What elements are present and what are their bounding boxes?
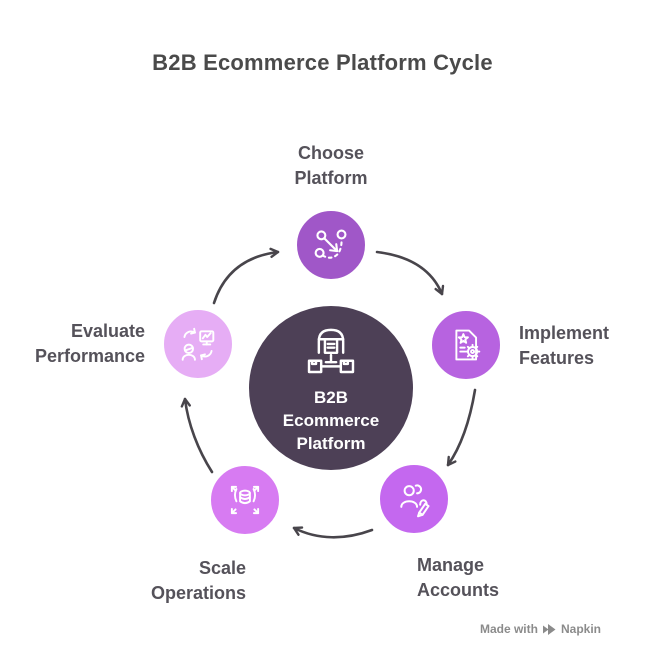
- label-manage-accounts: Manage Accounts: [417, 555, 500, 600]
- node-choose-platform: [294, 208, 368, 282]
- route-decision-icon: [314, 229, 347, 259]
- label-choose-platform: Choose Platform: [294, 143, 368, 188]
- database-expand-icon: [230, 485, 260, 515]
- napkin-logo-icon: [542, 623, 556, 635]
- node-scale-operations: [208, 463, 282, 537]
- label-evaluate-performance: Evaluate Performance: [34, 321, 145, 366]
- watermark-prefix: Made with: [479, 622, 538, 636]
- arrow-manage-to-scale: [292, 526, 374, 539]
- center-node-b2b-ecommerce-platform: B2B Ecommerce Platform: [246, 303, 416, 473]
- warehouse-distribution-icon: [307, 328, 355, 374]
- node-manage-accounts: [377, 462, 451, 536]
- document-gear-icon: [455, 329, 481, 361]
- node-evaluate-performance: [161, 307, 235, 381]
- arrow-implement-to-manage: [446, 388, 477, 467]
- label-scale-operations: Scale Operations: [150, 558, 246, 603]
- diagram-title: B2B Ecommerce Platform Cycle: [152, 50, 493, 75]
- node-implement-features: [429, 308, 503, 382]
- users-pencil-icon: [400, 484, 430, 518]
- center-node-label: B2B Ecommerce Platform: [282, 388, 380, 453]
- arrow-scale-to-evaluate: [180, 397, 214, 474]
- arrow-evaluate-to-choose: [212, 247, 280, 305]
- person-monitor-cycle-icon: [181, 327, 215, 361]
- arrow-choose-to-implement: [375, 250, 445, 296]
- made-with-napkin-watermark: Made with Napkin: [480, 622, 601, 636]
- label-implement-features: Implement Features: [519, 323, 610, 368]
- watermark-brand: Napkin: [560, 622, 601, 636]
